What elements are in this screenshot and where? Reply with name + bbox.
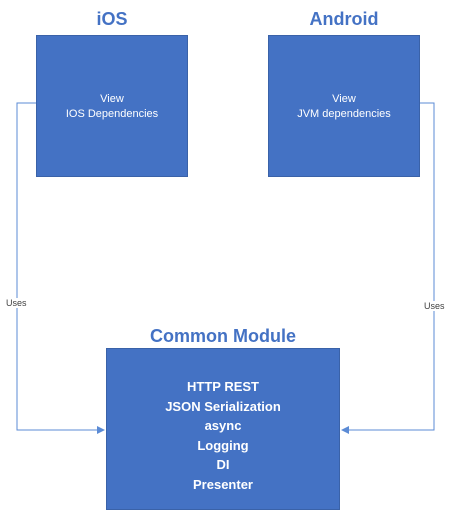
- common-line-json-serialization: JSON Serialization: [165, 398, 281, 414]
- android-box-lines: View JVM dependencies: [269, 92, 419, 122]
- left-connector-line: [16, 102, 105, 434]
- common-line-async: async: [204, 418, 242, 433]
- common-module-title: Common Module: [150, 326, 296, 346]
- ios-line-dependencies: IOS Dependencies: [65, 108, 159, 120]
- ios-line-view: View: [100, 93, 124, 105]
- android-title: Android: [309, 9, 379, 29]
- android-line-view: View: [332, 93, 356, 105]
- common-module-box: HTTP REST JSON Serialization async Loggi…: [106, 348, 340, 510]
- right-uses-label: Uses: [423, 301, 446, 311]
- common-module-lines: HTTP REST JSON Serialization async Loggi…: [107, 377, 339, 494]
- left-uses-label: Uses: [5, 298, 28, 308]
- android-line-dependencies: JVM dependencies: [297, 108, 391, 120]
- common-line-http-rest: HTTP REST: [187, 379, 259, 394]
- common-line-logging: Logging: [197, 437, 249, 453]
- ios-title: iOS: [96, 9, 128, 29]
- ios-box: View IOS Dependencies: [36, 35, 188, 177]
- right-connector-line: [341, 102, 435, 434]
- common-line-presenter: Presenter: [193, 476, 253, 492]
- common-line-di: DI: [216, 457, 230, 472]
- ios-box-lines: View IOS Dependencies: [37, 92, 187, 122]
- android-box: View JVM dependencies: [268, 35, 420, 177]
